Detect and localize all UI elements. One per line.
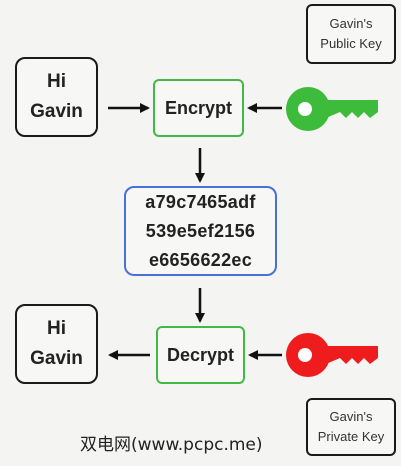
decrypted-line1: Hi <box>47 318 66 339</box>
ciphertext-box: a79c7465adf 539e5ef2156 e6656622ec <box>124 186 277 276</box>
decrypt-box: Decrypt <box>156 326 245 384</box>
plaintext-line1: Hi <box>47 71 66 92</box>
decrypted-message-box: Hi Gavin <box>15 304 98 384</box>
ciphertext-line1: a79c7465adf <box>145 191 256 212</box>
decrypt-label: Decrypt <box>166 344 235 365</box>
watermark-text: 双电网(www.pcpc.me) <box>80 435 263 455</box>
public-key-label: Gavin's Public Key <box>306 4 396 64</box>
public-key-label-line1: Gavin's <box>329 16 373 31</box>
private-key-label-line2: Private Key <box>317 429 385 444</box>
plaintext-message-box: Hi Gavin <box>15 57 98 137</box>
private-key-label-line1: Gavin's <box>329 409 373 424</box>
decrypted-line2: Gavin <box>30 348 83 369</box>
private-key-icon <box>286 333 378 377</box>
encrypt-label: Encrypt <box>164 97 233 118</box>
encrypt-box: Encrypt <box>153 79 244 137</box>
public-key-icon <box>286 87 378 131</box>
ciphertext-line2: 539e5ef2156 <box>145 220 256 241</box>
plaintext-line2: Gavin <box>30 101 83 122</box>
ciphertext-line3: e6656622ec <box>148 249 253 270</box>
private-key-label: Gavin's Private Key <box>306 398 396 456</box>
public-key-label-line2: Public Key <box>320 36 382 51</box>
